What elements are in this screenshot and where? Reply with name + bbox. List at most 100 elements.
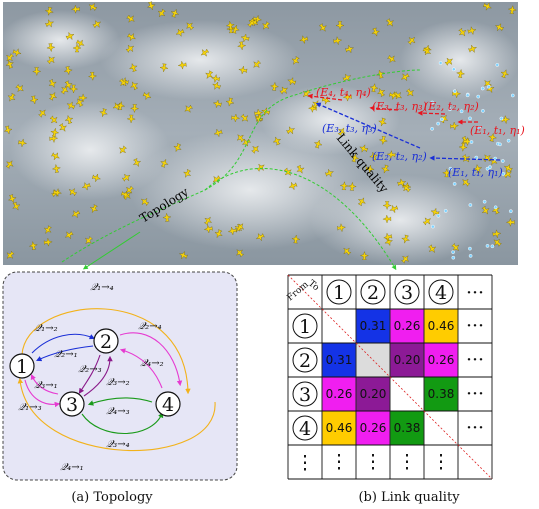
tuple-red-1: (E₁, t₁, η₁): [470, 124, 525, 137]
aircraft-icon: [43, 225, 52, 234]
station-dot: [476, 94, 481, 99]
aircraft-icon: [157, 8, 166, 18]
station-dot: [430, 126, 434, 131]
svg-text:4: 4: [299, 418, 311, 440]
matrix-value-1-4: 0.46: [428, 319, 455, 333]
aircraft-icon: [401, 234, 410, 244]
flight-map: (E₄, t₄, η₄) (E₃, t₃, η₃) (E₂, t₂, η₂) (…: [0, 1, 525, 271]
aircraft-icon: [7, 92, 16, 102]
aircraft-icon: [247, 19, 256, 28]
aircraft-icon: [186, 22, 195, 31]
tuple-red-2: (E₂, t₂, η₂): [424, 100, 479, 113]
aircraft-icon: [212, 99, 222, 109]
transmit-arrows-blue: [315, 102, 501, 161]
station-dot: [430, 100, 435, 105]
link-2-to-3: [78, 354, 101, 394]
aircraft-icon: [382, 214, 392, 224]
aircraft-icon: [488, 132, 497, 142]
tuple-blue-2: (E₂, t₂, η₂): [372, 150, 427, 163]
aircraft-icon: [28, 241, 38, 251]
aircraft-icon: [160, 158, 169, 168]
tuple-red-3: (E₃, t₃, η₃): [372, 100, 427, 113]
aircraft-icon: [3, 125, 13, 135]
aircraft-icon: [18, 138, 28, 148]
aircraft-icon: [64, 230, 74, 239]
station-dot: [495, 63, 500, 67]
corner-from-label: From: [286, 280, 312, 304]
aircraft-icon: [240, 33, 250, 43]
label-q-3-1: 𝒬₃→₁: [34, 380, 58, 391]
aircraft-icon: [422, 47, 432, 56]
aircraft-icon: [451, 243, 460, 251]
matrix-value-4-1: 0.46: [326, 421, 353, 435]
aircraft-icon: [129, 63, 138, 72]
aircraft-icon: [92, 20, 102, 29]
station-dot: [481, 109, 485, 113]
link-2-to-1: [36, 345, 94, 362]
aircraft-icon: [125, 44, 135, 53]
station-dot: [498, 142, 502, 147]
aircraft-icon: [481, 205, 490, 215]
aircraft-icon: [64, 114, 74, 124]
node-2: 2: [93, 328, 119, 354]
aircraft-icon: [272, 136, 282, 146]
aircraft-icon: [48, 79, 57, 88]
diagonal-guide: [287, 274, 493, 480]
aircraft-icon: [262, 21, 271, 30]
station-dot: [499, 116, 504, 121]
aircraft-icon: [495, 23, 504, 32]
station-dot: [451, 250, 455, 254]
aircraft-icon: [386, 150, 396, 160]
aircraft-icon: [58, 123, 67, 132]
station-dot: [451, 67, 456, 72]
aircraft-icon: [442, 168, 452, 178]
matrix-value-1-5: ···: [466, 315, 484, 337]
svg-text:3: 3: [401, 282, 413, 304]
aircraft-icon: [369, 151, 378, 161]
aircraft-icon: [63, 66, 73, 76]
aircraft-icon: [378, 117, 387, 127]
station-dot: [508, 209, 513, 214]
aircraft-icon: [444, 57, 453, 66]
matrix-cell-3-1: [322, 377, 356, 411]
aircraft-icon: [53, 188, 62, 198]
aircraft-icon: [65, 31, 75, 41]
matrix-value-1-2: 0.31: [360, 319, 387, 333]
link-4-to-2: [119, 348, 163, 389]
station-dot: [485, 244, 490, 248]
matrix-cell-3-4: [424, 377, 458, 411]
station-dot: [486, 84, 491, 89]
aircraft-icon: [505, 217, 515, 227]
node-3: 3: [59, 391, 85, 417]
aircraft-icon: [130, 104, 140, 113]
station-dot: [474, 155, 479, 160]
aircraft-icon: [147, 1, 156, 11]
link-3-to-4: [81, 412, 164, 434]
aircraft-icon: [377, 88, 386, 97]
matrix-cell-1-3: [390, 309, 424, 343]
aircraft-icon: [382, 201, 392, 210]
aircraft-icon: [64, 80, 73, 90]
aircraft-icon: [130, 81, 139, 91]
station-dot: [493, 205, 498, 210]
aircraft-icon: [255, 233, 265, 242]
aircraft-icon: [337, 223, 346, 233]
label-q-4-2: 𝒬₄→₂: [140, 358, 164, 369]
matrix-value-4-3: 0.38: [394, 421, 421, 435]
topology-frame: [2, 271, 238, 481]
station-dot: [468, 246, 472, 251]
station-dot: [500, 159, 505, 163]
matrix-value-2-1: 0.31: [326, 353, 353, 367]
aircraft-icon: [378, 136, 388, 145]
node-1: 1: [9, 353, 35, 379]
aircraft-icon: [71, 210, 81, 219]
aircraft-icon: [393, 91, 402, 100]
aircraft-icon: [452, 89, 462, 99]
aircraft-icon: [462, 178, 471, 187]
aircraft-icon: [51, 152, 60, 161]
col-header-1: 1: [326, 279, 352, 305]
station-dot: [477, 126, 482, 130]
aircraft-icon: [183, 169, 192, 178]
aircraft-icon: [468, 44, 478, 53]
aircraft-icon: [236, 249, 245, 258]
